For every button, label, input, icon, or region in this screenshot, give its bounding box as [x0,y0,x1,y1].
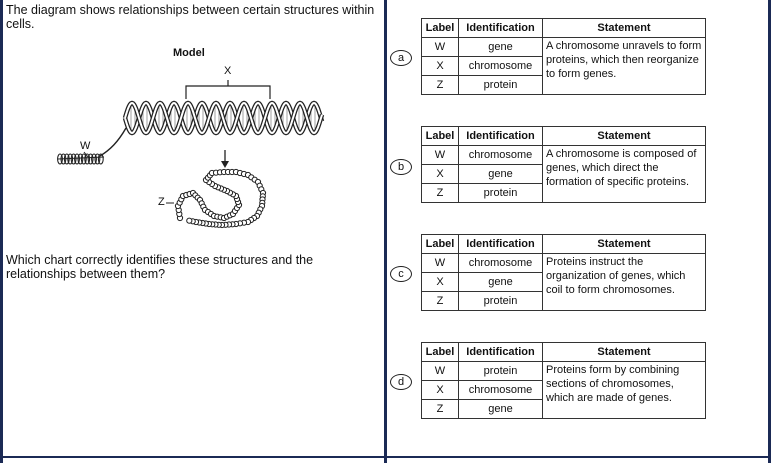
row-label: X [421,164,459,184]
header-identification: Identification [458,18,543,38]
table-row: Z gene [421,399,706,419]
coil-loop [84,153,91,165]
header-label: Label [421,18,459,38]
row-label: X [421,56,459,76]
header-statement: Statement [542,342,706,362]
statement-cell: Proteins form by combining sections of c… [542,361,706,419]
coil-loop [77,153,84,165]
option-a-table[interactable]: Label Identification Statement W gene A … [421,18,706,95]
option-d-marker[interactable]: d [390,374,412,390]
table-row: W protein Proteins form by combining sec… [421,361,706,419]
coil-axis [57,156,105,160]
x-bracket [185,80,271,99]
amino-acid-bead [186,217,193,224]
row-label: Z [421,183,459,203]
header-label: Label [421,126,459,146]
row-identification: protein [458,75,543,95]
protein-bead-chain-z [174,168,267,229]
down-arrow-head [221,161,229,168]
coil-loop [87,153,94,165]
option-c-table[interactable]: Label Identification Statement W chromos… [421,234,706,311]
option-b-marker[interactable]: b [390,159,412,175]
row-label: W [421,253,459,273]
row-identification: chromosome [458,56,543,76]
label-x: X [224,65,232,77]
row-label: Z [421,399,459,419]
row-identification: chromosome [458,380,543,400]
helix-strand-inner [124,101,323,135]
row-identification: gene [458,164,543,184]
option-d-table[interactable]: Label Identification Statement W protein… [421,342,706,419]
row-label: Z [421,75,459,95]
row-label: W [421,361,459,381]
table-row: W chromosome Proteins instruct the organ… [421,253,706,311]
option-c-marker[interactable]: c [390,266,412,282]
row-label: W [421,37,459,57]
row-identification: protein [458,183,543,203]
frame-center-divider [384,0,387,463]
option-b-table[interactable]: Label Identification Statement W chromos… [421,126,706,203]
model-title: Model [173,47,205,59]
table-header-row: Label Identification Statement [421,18,706,38]
header-label: Label [421,234,459,254]
header-statement: Statement [542,18,706,38]
row-identification: chromosome [458,253,543,273]
dna-coil-w [57,127,127,165]
label-z: Z [158,196,165,208]
table-row: X chromosome [421,380,706,400]
row-identification: chromosome [458,145,543,165]
table-row: X gene [421,272,706,292]
coil-loop [94,153,101,165]
row-label: X [421,272,459,292]
table-row: Z protein [421,75,706,95]
w-leader-line [83,151,89,158]
table-header-row: Label Identification Statement [421,126,706,146]
header-label: Label [421,342,459,362]
question-text: Which chart correctly identifies these s… [6,253,314,281]
row-identification: gene [458,272,543,292]
row-label: W [421,145,459,165]
row-identification: gene [458,399,543,419]
statement-cell: A chromosome is composed of genes, which… [542,145,706,203]
row-label: X [421,380,459,400]
row-label: Z [421,291,459,311]
header-statement: Statement [542,234,706,254]
label-w: W [80,140,91,152]
coil-loop [91,153,97,165]
row-identification: gene [458,37,543,57]
coil-loop [97,153,104,165]
dna-double-helix [122,100,325,136]
table-row: Z protein [421,183,706,203]
table-row: Z protein [421,291,706,311]
intro-text: The diagram shows relationships between … [6,3,375,31]
table-row: W chromosome A chromosome is composed of… [421,145,706,203]
coil-loop [74,153,80,165]
coil-loop [80,153,87,165]
model-diagram [57,80,325,229]
header-identification: Identification [458,342,543,362]
option-a-marker[interactable]: a [390,50,412,66]
row-identification: protein [458,291,543,311]
statement-cell: Proteins instruct the organization of ge… [542,253,706,311]
table-row: W gene A chromosome unravels to form pro… [421,37,706,95]
frame-bottom-border [0,456,771,458]
header-identification: Identification [458,234,543,254]
connecting-fiber [99,127,127,157]
header-statement: Statement [542,126,706,146]
row-identification: protein [458,361,543,381]
frame-right-border [768,0,771,463]
table-header-row: Label Identification Statement [421,234,706,254]
coil-loop [70,153,77,165]
table-header-row: Label Identification Statement [421,342,706,362]
header-identification: Identification [458,126,543,146]
frame-left-border [0,0,3,463]
statement-cell: A chromosome unravels to form proteins, … [542,37,706,95]
